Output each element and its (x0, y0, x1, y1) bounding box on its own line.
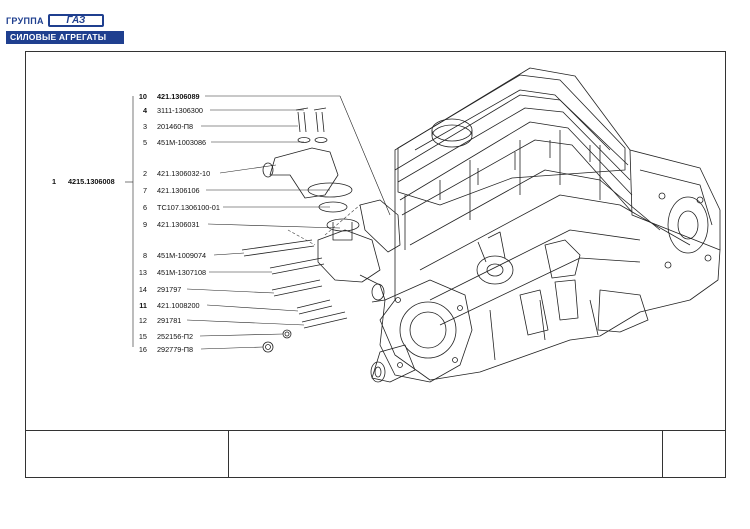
part-number: 16 (138, 345, 147, 354)
drawing-frame (25, 51, 726, 478)
part-code: 451М-1307108 (157, 268, 207, 277)
timing-cover (370, 279, 473, 383)
part-number: 4 (142, 106, 147, 115)
part-number: 14 (138, 285, 147, 294)
part-code: 421.1008200 (157, 301, 200, 310)
logo-top-row: ГРУППА ГАЗ (6, 12, 124, 29)
part-code: 3111-1306300 (157, 106, 203, 115)
part-number: 11 (139, 301, 147, 310)
assembly-number: 1 (51, 177, 56, 186)
part-code: 201460-П8 (157, 122, 194, 131)
part-number: 9 (142, 220, 147, 229)
part-code: 421.1306106 (157, 186, 200, 195)
title-block-divider (662, 431, 663, 478)
part-code: 291781 (157, 316, 182, 325)
part-code: 421.1306032-10 (157, 169, 211, 178)
part-code: 252156-П2 (157, 332, 194, 341)
part-code: 421.1306089 (157, 92, 200, 101)
part-number: 5 (142, 138, 147, 147)
part-number: 7 (142, 186, 147, 195)
part-number: 3 (142, 122, 147, 131)
group-label: ГРУППА (6, 15, 44, 26)
part-number: 8 (142, 251, 147, 260)
title-block-divider (228, 431, 229, 478)
part-code: 451М-1003086 (157, 138, 207, 147)
part-number: 15 (138, 332, 147, 341)
assembly-code: 4215.1306008 (68, 177, 115, 186)
gaz-brand-badge: ГАЗ (47, 14, 104, 27)
part-code: 291797 (157, 285, 182, 294)
title-block (25, 430, 726, 478)
logo-subtitle: СИЛОВЫЕ АГРЕГАТЫ (6, 31, 124, 44)
gaz-logo: ГРУППА ГАЗ СИЛОВЫЕ АГРЕГАТЫ (6, 12, 124, 44)
part-number: 13 (138, 268, 147, 277)
valve-cover (397, 74, 626, 206)
part-number: 12 (138, 316, 147, 325)
part-number: 2 (142, 169, 147, 178)
part-code: ТС107.1306100-01 (157, 203, 220, 212)
part-number: 6 (142, 203, 147, 212)
part-code: 292779-П8 (157, 345, 194, 354)
part-number: 10 (138, 92, 147, 101)
thermostat-assembly (262, 107, 401, 303)
part-code: 421.1306031 (157, 220, 200, 229)
part-code: 451М-1009074 (157, 251, 207, 260)
brand-text: ГАЗ (66, 15, 86, 26)
engine-block (379, 67, 721, 381)
